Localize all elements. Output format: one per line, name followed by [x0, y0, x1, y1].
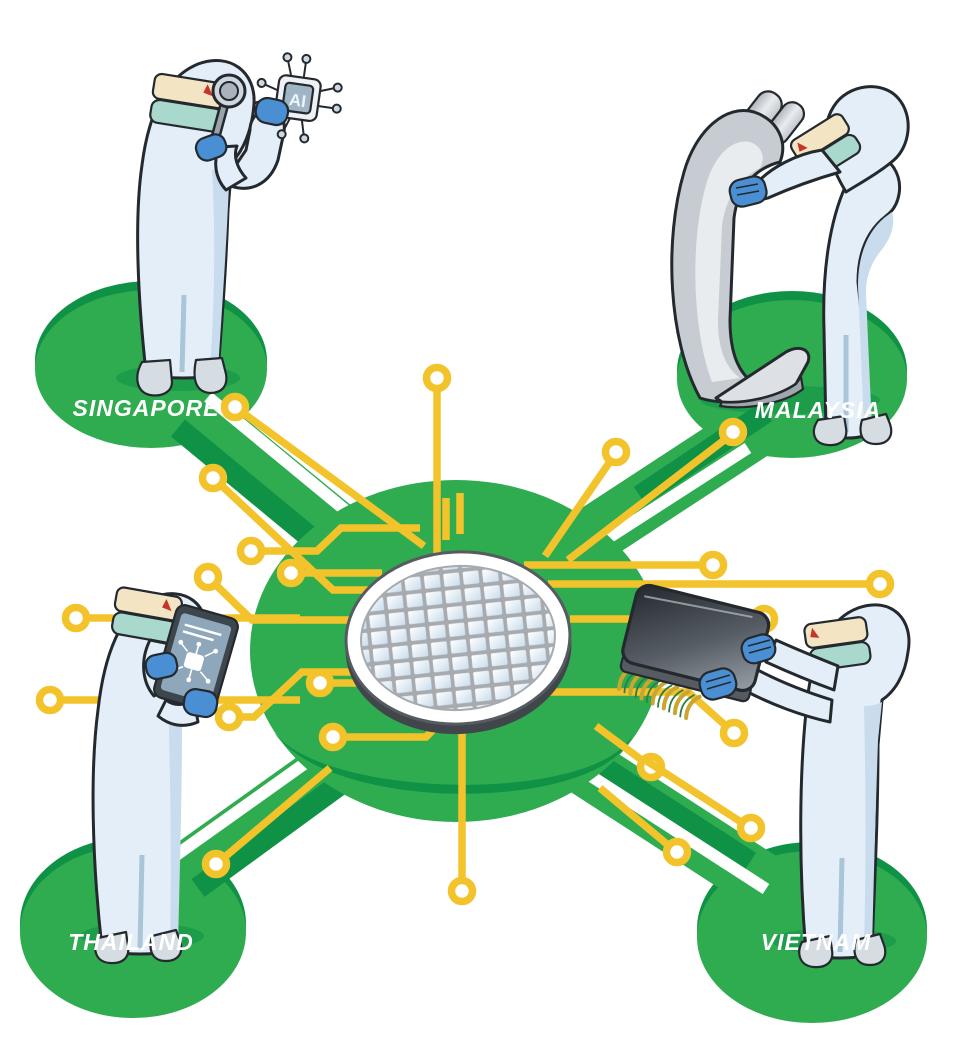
vietnam-label: VIETNAM	[761, 929, 872, 955]
via-ring	[719, 718, 749, 748]
via-ring	[447, 876, 477, 906]
machine-base-side	[718, 375, 805, 409]
worker-body-shade	[168, 686, 184, 944]
circuit-trace	[565, 438, 726, 563]
via-ring	[698, 550, 728, 580]
worker-face	[149, 72, 229, 133]
circuit-trace	[242, 668, 372, 721]
glove	[194, 133, 228, 162]
circuit-trace	[597, 785, 671, 848]
worker-shoe	[798, 934, 834, 969]
singapore-worker: AI	[116, 52, 343, 397]
worker-shoe	[136, 358, 174, 397]
worker-shoe	[149, 928, 183, 963]
worker-sleeve	[214, 144, 248, 192]
worker-shoe	[859, 412, 893, 446]
via-ring	[198, 463, 228, 493]
chip-die	[281, 81, 315, 115]
visor-red-mark	[162, 599, 172, 612]
via-ring	[236, 536, 266, 566]
via-ring	[718, 417, 748, 447]
malaysia-label: MALAYSIA	[755, 397, 881, 423]
glove-fingers	[705, 639, 772, 690]
circuit-trace	[593, 722, 646, 765]
glove	[182, 688, 219, 719]
via-ring	[662, 837, 692, 867]
via-ring	[214, 702, 244, 732]
worker-shoe	[94, 930, 130, 965]
via-ring	[318, 722, 348, 752]
via-ring	[422, 363, 452, 393]
microscope-icon	[670, 90, 811, 409]
glove	[144, 651, 179, 681]
visor-red-mark	[797, 142, 808, 152]
thailand-label: THAILAND	[68, 929, 194, 955]
machine-highlight	[695, 141, 763, 382]
tablet-icon	[153, 604, 239, 712]
via-ring	[35, 685, 65, 715]
worker-sleeve	[764, 638, 840, 692]
visor-red-mark	[810, 627, 820, 638]
ai-chip-label: AI	[288, 90, 307, 111]
via-ring	[220, 392, 250, 422]
via-ring	[865, 569, 895, 599]
via-ring	[193, 562, 223, 592]
circuit-trace	[541, 460, 613, 559]
visor-red-mark	[203, 84, 213, 97]
wafer-icon	[344, 550, 572, 735]
worker-shoe	[853, 932, 887, 967]
glove-fingers	[735, 183, 760, 196]
thailand-worker	[80, 586, 239, 965]
worker-shoe	[812, 414, 848, 447]
worker-shoe	[193, 356, 228, 395]
vietnam-worker	[617, 583, 911, 969]
via-ring	[736, 813, 766, 843]
country-labels: SINGAPORE MALAYSIA THAILAND VIETNAM	[68, 395, 881, 955]
worker-body-shade	[858, 212, 894, 428]
board-shadow	[272, 730, 632, 794]
circuit-traces	[35, 363, 895, 906]
tablet-screen-lines	[182, 623, 222, 642]
circuit-trace	[639, 754, 744, 826]
worker-body-shade	[210, 164, 230, 370]
circuit-trace	[223, 765, 333, 859]
wafer-die-grid	[358, 562, 558, 714]
worker-body-shade	[864, 702, 882, 948]
malaysia-worker	[670, 85, 910, 447]
worker-face	[803, 616, 872, 672]
via-ring	[601, 437, 631, 467]
singapore-label: SINGAPORE	[72, 395, 219, 421]
via-ring	[201, 849, 231, 879]
via-ring	[276, 558, 306, 588]
via-ring	[305, 668, 335, 698]
glove	[254, 96, 290, 127]
worker-face	[110, 586, 183, 644]
circuit-trace	[243, 411, 427, 550]
via-ring	[61, 603, 91, 633]
